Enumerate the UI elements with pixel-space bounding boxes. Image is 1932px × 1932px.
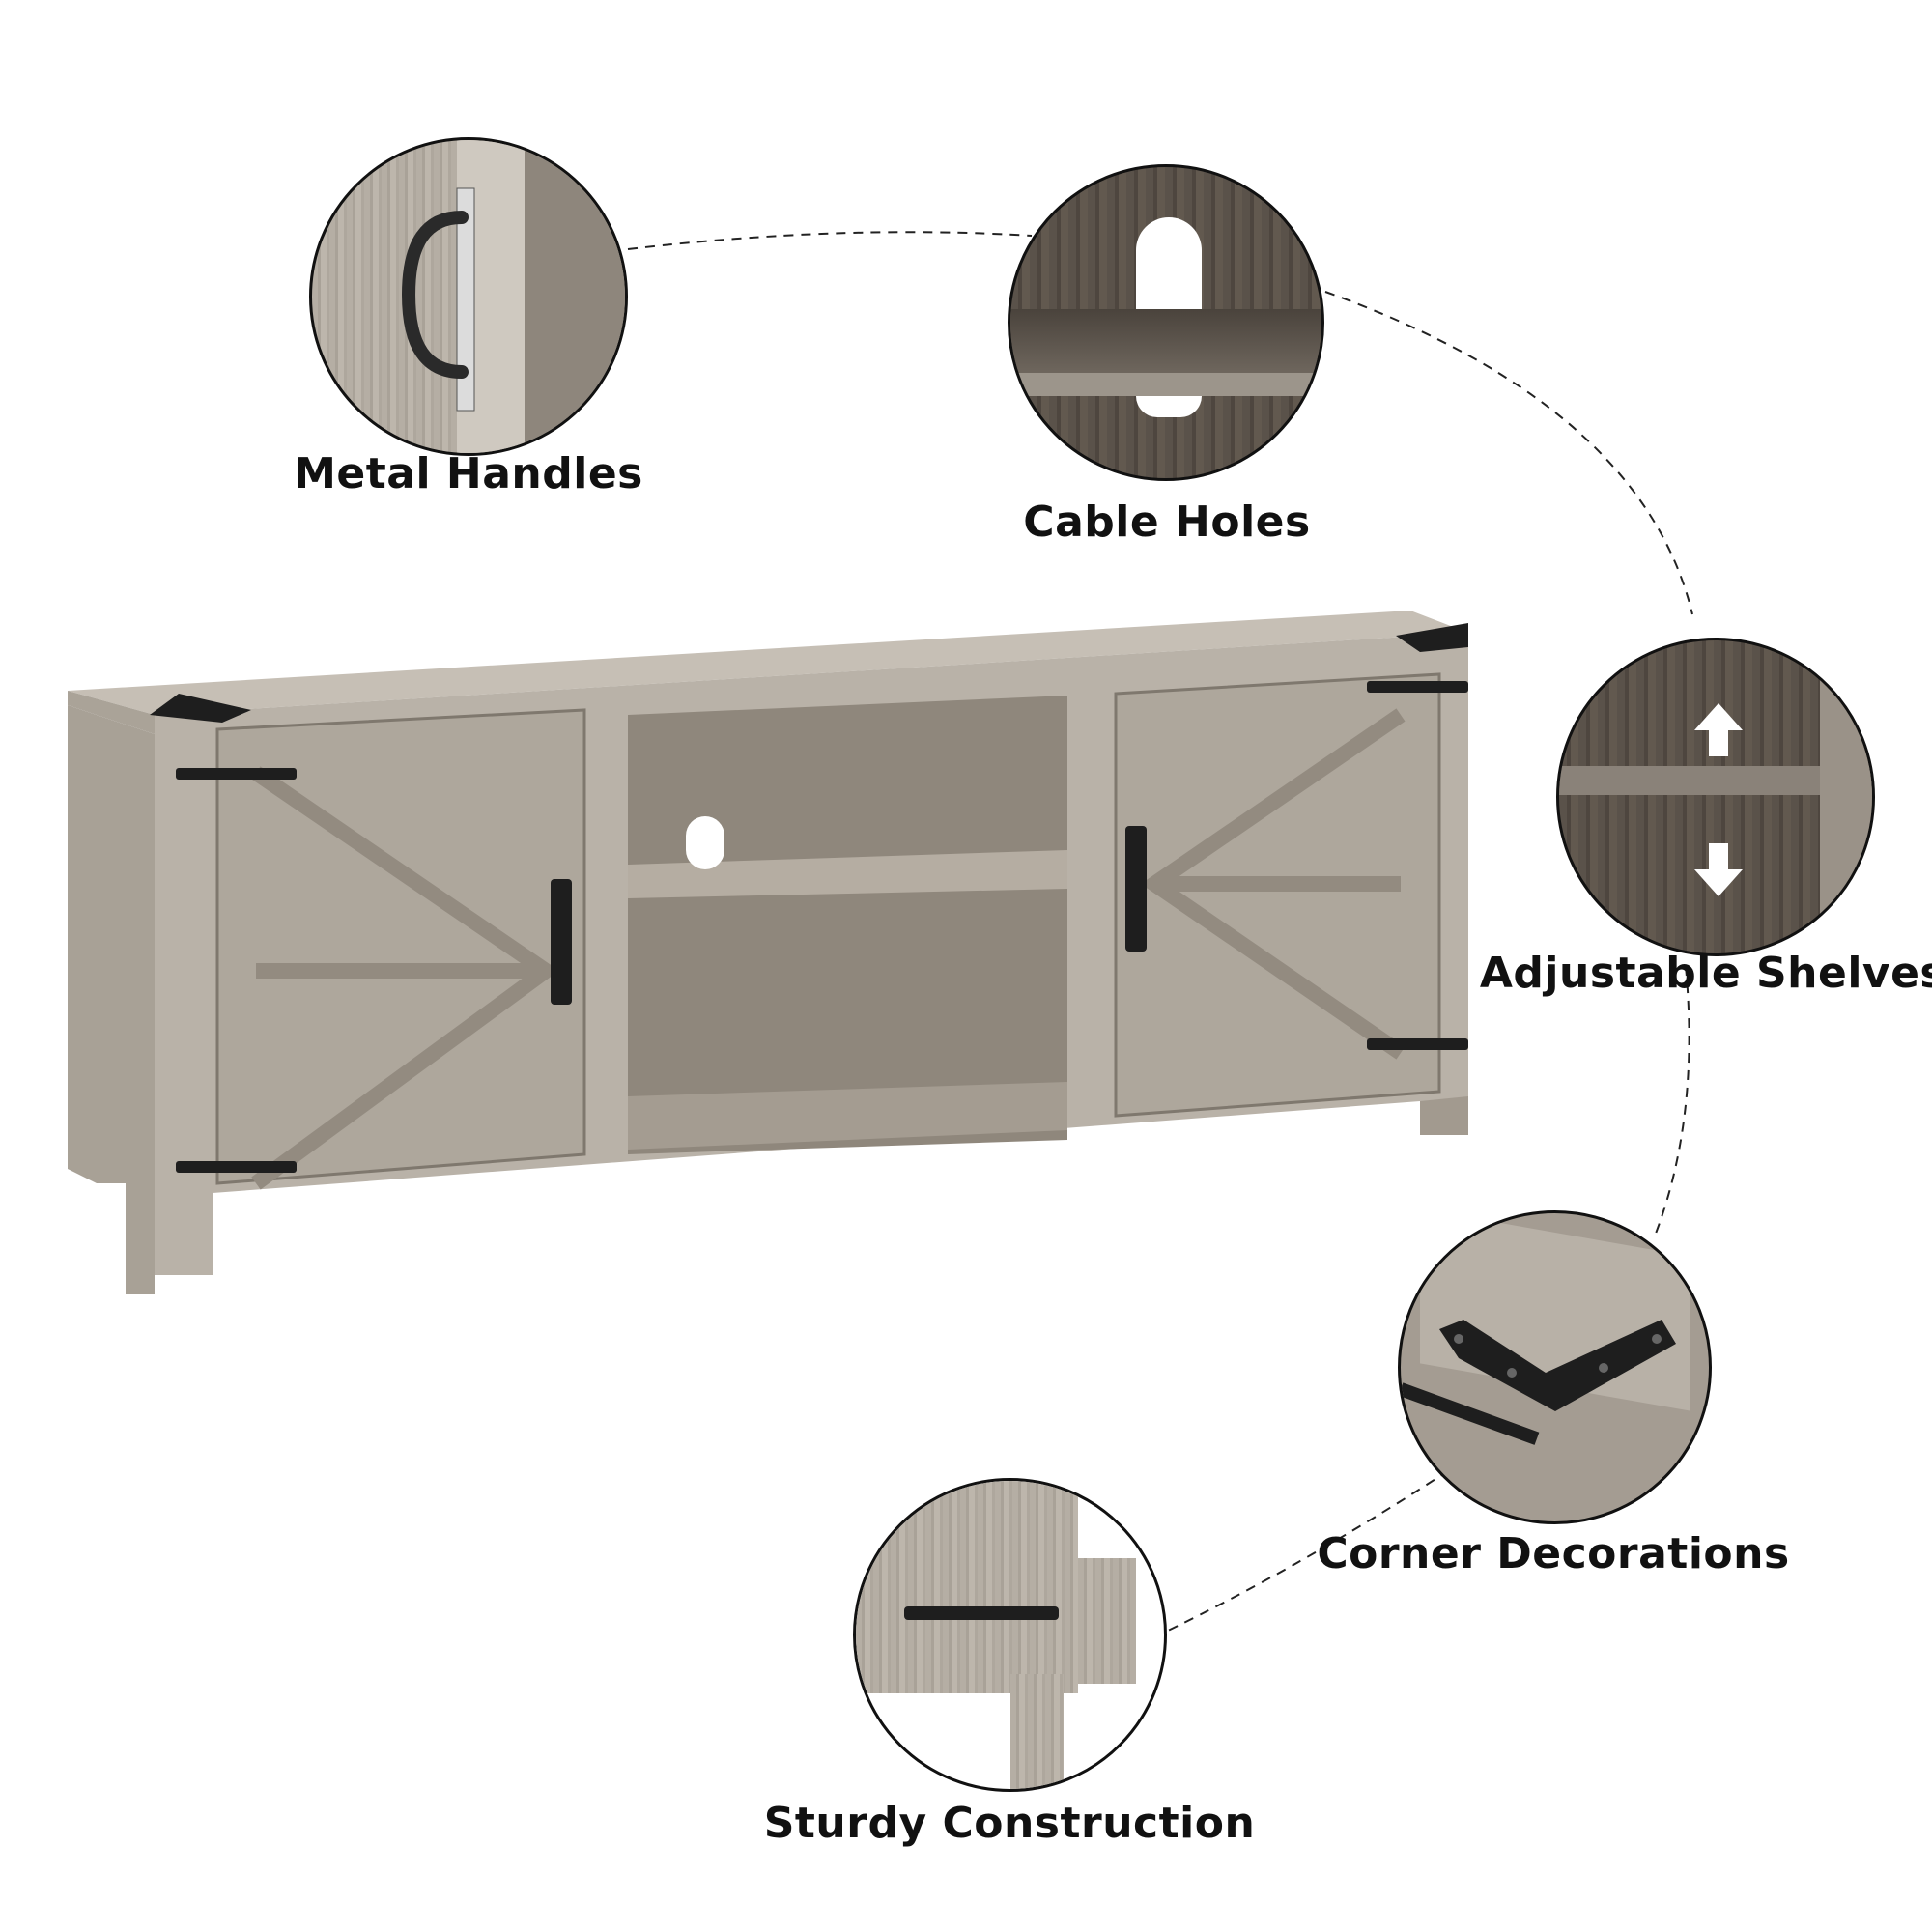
handle-icon (401, 187, 475, 412)
feature-label-cable-holes: Cable Holes (1023, 497, 1311, 547)
corner-bracket-icon (1439, 1320, 1676, 1411)
feature-label-metal-handles: Metal Handles (294, 449, 643, 498)
up-down-arrows-icon (1694, 703, 1743, 896)
feature-label-corner-decorations: Corner Decorations (1317, 1529, 1790, 1578)
corner-decorations-closeup (1398, 1210, 1712, 1524)
sturdy-construction-closeup (853, 1478, 1167, 1792)
feature-label-sturdy-construction: Sturdy Construction (763, 1799, 1256, 1848)
feature-label-adjustable-shelves: Adjustable Shelves (1479, 949, 1932, 998)
cable-holes-closeup (1008, 164, 1324, 481)
adjustable-shelves-closeup (1556, 638, 1875, 956)
tv-stand-illustration (68, 609, 1468, 1304)
hinge-icon (904, 1606, 1059, 1620)
metal-handles-closeup (309, 137, 628, 456)
